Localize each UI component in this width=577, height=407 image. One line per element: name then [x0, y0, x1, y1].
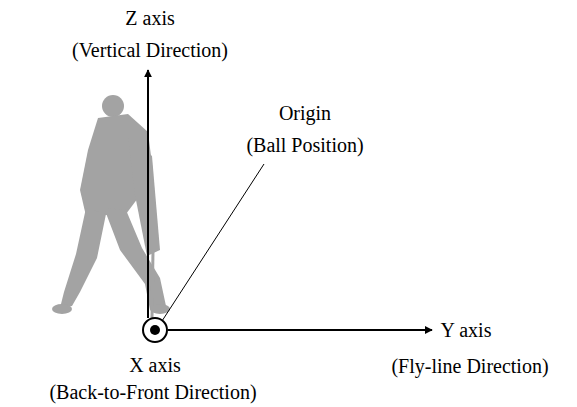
- axis-label: (Fly-line Direction): [391, 356, 548, 376]
- axis-label: Y axis: [441, 320, 492, 340]
- axis-label: Z axis: [125, 8, 174, 28]
- z-axis-arrow: [147, 70, 149, 318]
- axis-label: (Ball Position): [246, 135, 363, 155]
- leader-line: [162, 164, 264, 321]
- axis-label: X axis: [129, 355, 181, 375]
- x-axis-dot: [150, 325, 160, 335]
- golfer-silhouette: [52, 95, 170, 318]
- axis-label: (Back-to-Front Direction): [49, 382, 256, 402]
- y-axis-arrow: [168, 329, 432, 331]
- axis-label: (Vertical Direction): [72, 40, 228, 60]
- axis-label: Origin: [279, 103, 331, 123]
- x-axis-symbol: [143, 318, 167, 342]
